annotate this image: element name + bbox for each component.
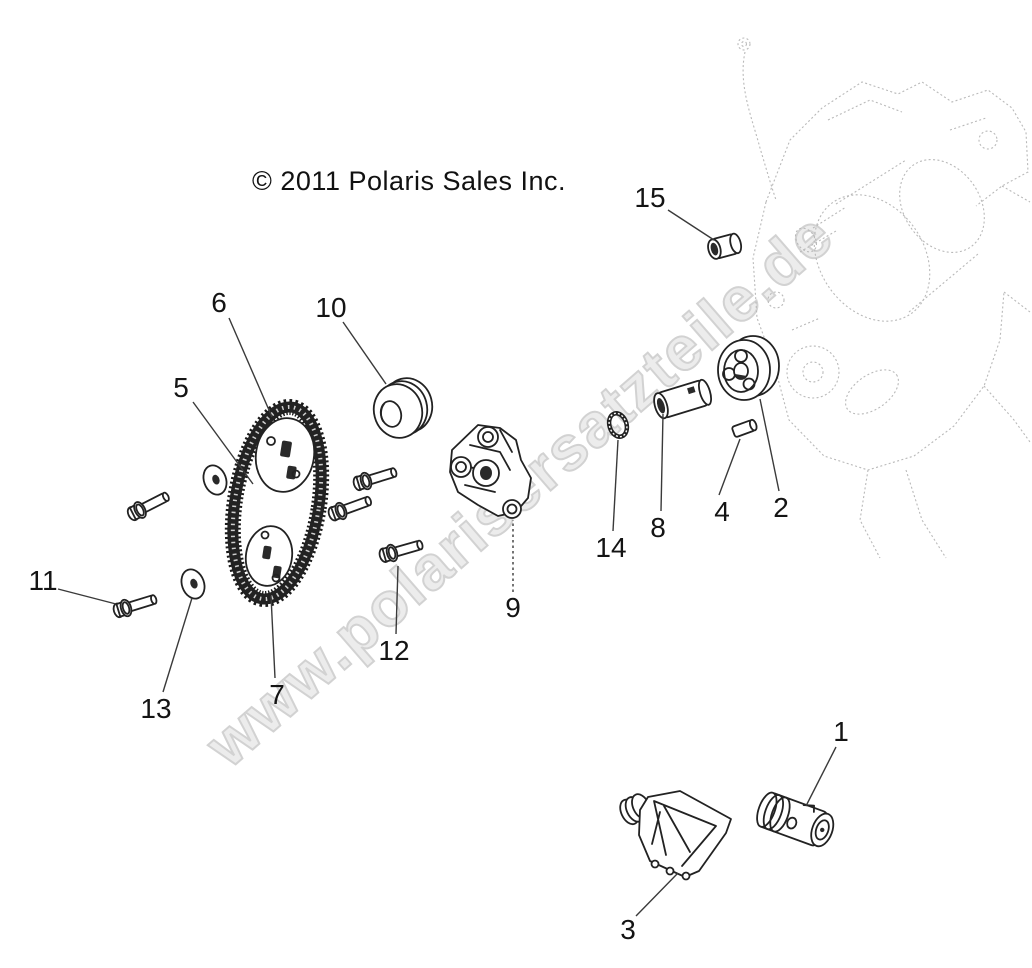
- part-number-14: 14: [595, 532, 627, 563]
- flange-bolt-mid-right: [325, 491, 375, 525]
- leader-line-14: [612, 439, 619, 532]
- leader-line-2: [759, 398, 780, 492]
- leader-line-7: [270, 595, 276, 679]
- leader-line-10: [342, 321, 387, 385]
- part-number-15: 15: [634, 182, 666, 213]
- part-number-8: 8: [650, 512, 666, 543]
- leader-line-15: [667, 209, 715, 241]
- oil-pickup: [619, 790, 732, 881]
- part-number-12: 12: [378, 635, 410, 666]
- part-number-7: 7: [269, 679, 285, 710]
- washer-upper: [202, 464, 228, 496]
- oil-pump-body: [449, 424, 532, 519]
- flange-bolt-left: [124, 487, 173, 525]
- pump-shaft-sleeve: [653, 378, 713, 420]
- part-number-1: 1: [833, 716, 849, 747]
- copyright-notice: © 2011 Polaris Sales Inc.: [252, 166, 567, 196]
- part-number-5: 5: [173, 372, 189, 403]
- flange-bolt-12: [376, 535, 426, 566]
- leader-line-8: [660, 413, 664, 512]
- relief-valve-plunger: [756, 791, 835, 848]
- part-number-11: 11: [28, 565, 58, 596]
- lower-drive-sprocket: [244, 525, 294, 587]
- callout-leader-lines: [57, 209, 837, 917]
- part-number-6: 6: [211, 287, 227, 318]
- part-number-2: 2: [773, 492, 789, 523]
- flange-bolt-11: [110, 589, 160, 621]
- o-ring: [606, 411, 630, 439]
- oil-pump-drive-chain: [224, 398, 330, 608]
- part-number-4: 4: [714, 496, 730, 527]
- leader-line-12: [395, 565, 399, 635]
- dowel-pin: [731, 418, 758, 438]
- part-number-9: 9: [505, 592, 521, 623]
- flange-bolt-upper-right: [350, 462, 400, 494]
- leader-line-3: [635, 872, 679, 917]
- engine-case-ghost-outline: [737, 37, 1031, 559]
- leader-line-11: [57, 588, 117, 605]
- washer-lower: [180, 568, 206, 600]
- leader-line-1: [805, 746, 837, 807]
- leader-line-13: [162, 597, 193, 693]
- bushing: [707, 232, 743, 260]
- leader-line-6: [228, 317, 273, 418]
- leader-line-5: [192, 401, 254, 485]
- pump-rotor: [717, 335, 780, 401]
- leader-line-4: [718, 438, 741, 496]
- spacer-pulley: [372, 377, 434, 439]
- part-number-10: 10: [315, 292, 347, 323]
- upper-drive-sprocket: [254, 417, 316, 493]
- part-number-13: 13: [140, 693, 172, 724]
- part-number-3: 3: [620, 914, 636, 945]
